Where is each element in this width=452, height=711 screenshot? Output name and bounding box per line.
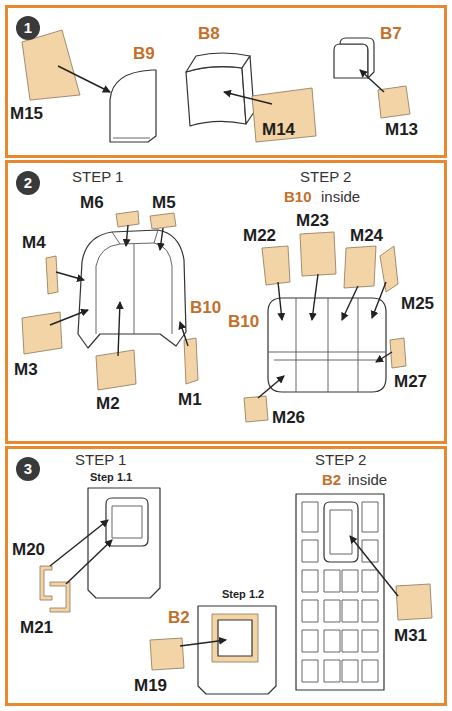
mask-number: M31 — [394, 626, 427, 646]
step-number: 1 — [16, 16, 40, 40]
mask-number: M25 — [401, 294, 434, 314]
mask-number: M4 — [22, 233, 46, 253]
step-panel: 2 — [5, 160, 447, 444]
step-heading: STEP 2 — [315, 451, 366, 468]
mask-number: M23 — [296, 211, 329, 231]
base-part-number: B8 — [198, 24, 220, 44]
step-number: 2 — [16, 171, 40, 195]
base-part-number: B7 — [380, 24, 402, 44]
step-heading: STEP 1 — [75, 451, 126, 468]
mask-number: M20 — [12, 540, 45, 560]
mask-number: M19 — [134, 676, 167, 696]
base-part-number: B9 — [133, 44, 155, 64]
base-part-number: B2 — [168, 608, 190, 628]
mask-number: M1 — [178, 390, 202, 410]
mask-number: M13 — [385, 120, 418, 140]
base-part-number: B2 — [322, 471, 341, 488]
mask-number: M24 — [350, 226, 383, 246]
mask-number: M21 — [20, 618, 53, 638]
mask-number: M27 — [394, 372, 427, 392]
mask-number: M5 — [152, 193, 176, 213]
mask-number: M2 — [96, 394, 120, 414]
step-number: 3 — [16, 457, 40, 481]
step-heading: STEP 2 — [300, 168, 351, 185]
base-part-number: B10 — [190, 298, 221, 318]
step-heading: STEP 1 — [72, 168, 123, 185]
mask-number: M14 — [262, 120, 295, 140]
base-part-number: B10 — [284, 188, 312, 205]
mask-number: M3 — [14, 360, 38, 380]
mask-number: M6 — [80, 193, 104, 213]
mask-number: Step 1.1 — [90, 471, 132, 484]
mask-number: Step 1.2 — [222, 588, 264, 601]
base-part-number: B10 — [228, 312, 259, 332]
mask-number: M15 — [10, 104, 43, 124]
mask-number: M26 — [272, 408, 305, 428]
step-heading: inside — [348, 471, 387, 488]
step-heading: inside — [321, 188, 360, 205]
mask-number: M22 — [243, 226, 276, 246]
